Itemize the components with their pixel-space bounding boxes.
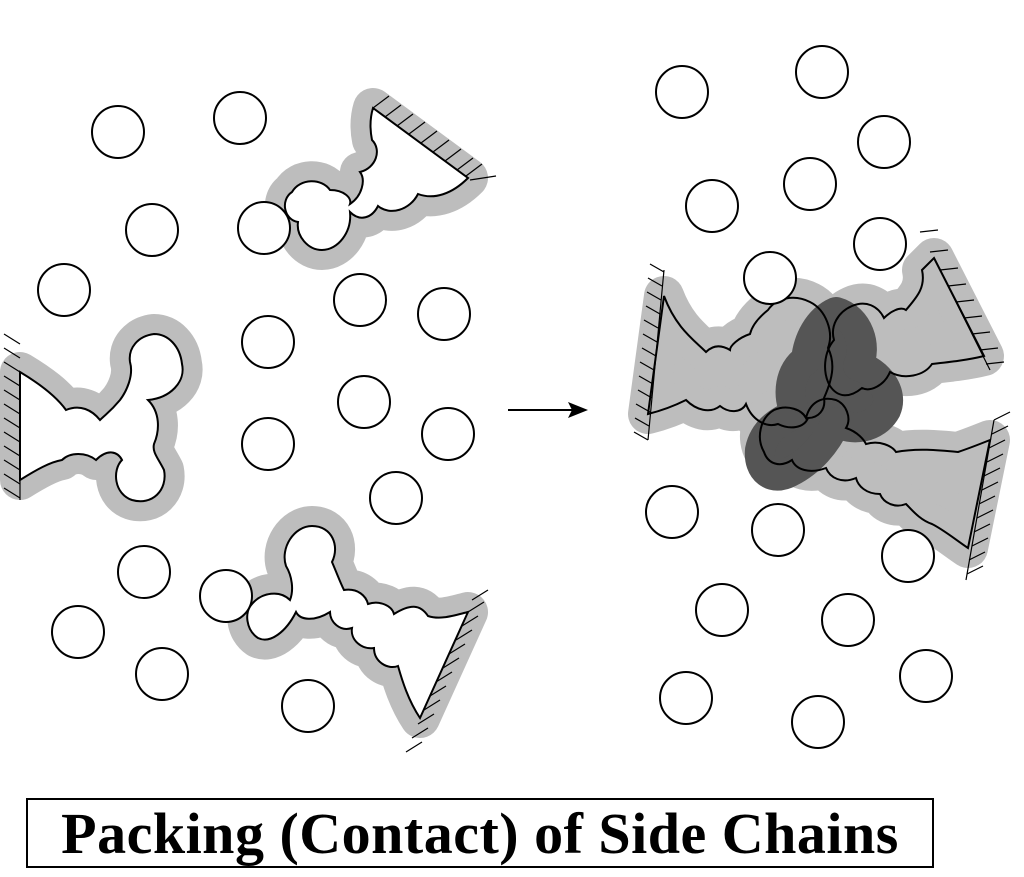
solvent-circle [655,65,709,119]
solvent-circle [37,263,91,317]
solvent-circle [241,315,295,369]
contact-overlap-region [744,297,903,491]
solvent-circle [91,105,145,159]
solvent-circle [421,407,475,461]
solvent-circle [369,471,423,525]
solvent-circle [135,647,189,701]
solvent-circle [791,695,845,749]
solvent-circle [899,649,953,703]
solvent-circle [241,417,295,471]
solvent-circle [417,287,471,341]
solvent-circle [685,179,739,233]
solvent-circle [881,529,935,583]
solvent-circle [751,503,805,557]
solvent-circle [337,375,391,429]
solvent-circle [237,201,291,255]
solvent-molecules [645,45,953,749]
solvent-circle [795,45,849,99]
solvent-circle [659,671,713,725]
solvent-circle [695,583,749,637]
solvent-circle [821,593,875,647]
solvent-circle [853,217,907,271]
caption-text: Packing (Contact) of Side Chains [61,800,899,866]
solvent-circle [857,115,911,169]
solvent-circle [645,485,699,539]
side-chain-packing-diagram [0,45,1011,753]
solvent-circle [213,91,267,145]
solvent-circle [117,545,171,599]
left-panel-unpacked [4,91,497,753]
right-panel-packed [634,45,1011,749]
caption-box: Packing (Contact) of Side Chains [26,798,934,868]
solvent-circle [333,273,387,327]
solvent-molecules [37,91,475,733]
solvent-circle [783,157,837,211]
arrow-right-icon [508,402,588,418]
solvent-circle [281,679,335,733]
solvent-circle [125,203,179,257]
solvent-circle [743,251,797,305]
solvent-circle [51,605,105,659]
solvent-circle [199,569,253,623]
